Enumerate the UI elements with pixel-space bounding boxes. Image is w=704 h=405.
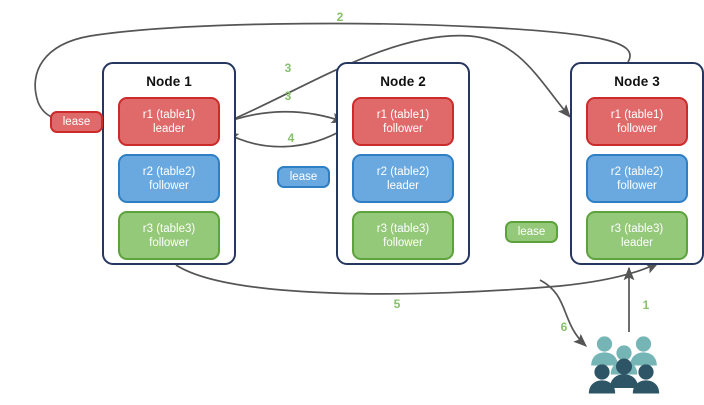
replica-role: leader — [387, 179, 419, 192]
replica-name: r1 (table1) — [142, 108, 196, 121]
replica-name: r1 (table1) — [610, 108, 664, 121]
step-label-6: 6 — [560, 320, 568, 334]
replica-role: leader — [621, 236, 653, 249]
step-label-3b: 3 — [284, 89, 292, 103]
replica-name: r2 (table2) — [376, 165, 430, 178]
node-2-title: Node 2 — [380, 74, 426, 89]
replica-role: follower — [383, 236, 423, 249]
arrow-step-6 — [539, 279, 587, 347]
replica-role: leader — [153, 122, 185, 135]
arrow-step-3-to-node2 — [221, 110, 346, 125]
node-3-title: Node 3 — [614, 74, 660, 89]
node-1-replica-r1[interactable]: r1 (table1) leader — [118, 97, 220, 146]
replica-role: follower — [149, 179, 189, 192]
lease-badge-blue[interactable]: lease — [277, 166, 330, 188]
node-3-container[interactable]: Node 3 r1 (table1) follower r2 (table2) … — [570, 62, 704, 265]
node-2-replica-r3[interactable]: r3 (table3) follower — [352, 211, 454, 260]
replica-name: r3 (table3) — [376, 222, 430, 235]
replica-role: follower — [617, 179, 657, 192]
step-label-3a: 3 — [284, 61, 292, 75]
node-2-replica-r2[interactable]: r2 (table2) leader — [352, 154, 454, 203]
step-label-1: 1 — [642, 298, 650, 312]
node-1-replica-r2[interactable]: r2 (table2) follower — [118, 154, 220, 203]
replica-role: follower — [149, 236, 189, 249]
node-2-replica-r1[interactable]: r1 (table1) follower — [352, 97, 454, 146]
users-group-icon — [588, 336, 660, 394]
replica-name: r2 (table2) — [142, 165, 196, 178]
lease-badge-green[interactable]: lease — [505, 221, 558, 243]
arrow-step-5 — [175, 262, 660, 295]
replica-name: r3 (table3) — [142, 222, 196, 235]
replica-name: r3 (table3) — [610, 222, 664, 235]
node-2-container[interactable]: Node 2 r1 (table1) follower r2 (table2) … — [336, 62, 470, 265]
replica-name: r2 (table2) — [610, 165, 664, 178]
node-3-replica-r2[interactable]: r2 (table2) follower — [586, 154, 688, 203]
node-1-container[interactable]: Node 1 r1 (table1) leader r2 (table2) fo… — [102, 62, 236, 265]
node-3-replica-r3[interactable]: r3 (table3) leader — [586, 211, 688, 260]
step-label-5: 5 — [393, 297, 401, 311]
replica-role: follower — [383, 122, 423, 135]
step-label-4: 4 — [287, 131, 295, 145]
replica-name: r1 (table1) — [376, 108, 430, 121]
node-1-replica-r3[interactable]: r3 (table3) follower — [118, 211, 220, 260]
lease-badge-red[interactable]: lease — [50, 111, 103, 133]
node-3-replica-r1[interactable]: r1 (table1) follower — [586, 97, 688, 146]
node-1-title: Node 1 — [146, 74, 192, 89]
step-label-2: 2 — [336, 10, 344, 24]
replica-role: follower — [617, 122, 657, 135]
